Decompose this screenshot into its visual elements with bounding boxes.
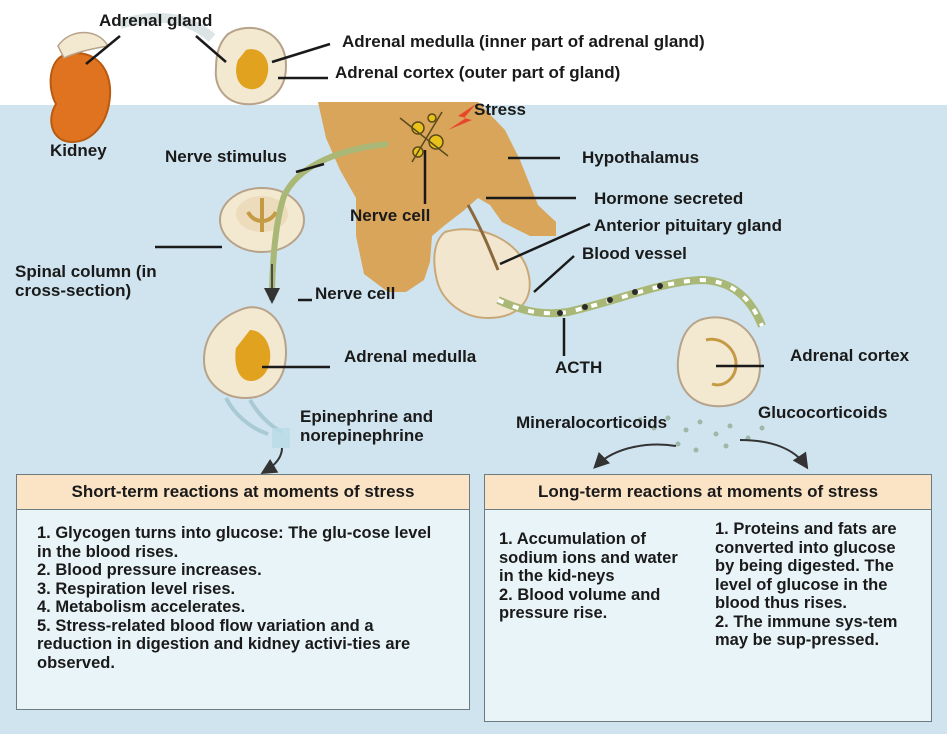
label-hormone-secreted: Hormone secreted xyxy=(594,189,743,208)
label-nerve-cell-lower: Nerve cell xyxy=(315,284,395,303)
mineral-item-1: 1. Accumulation of sodium ions and water… xyxy=(499,530,691,586)
label-mineralocorticoids: Mineralocorticoids xyxy=(516,413,667,432)
long-term-title: Long-term reactions at moments of stress xyxy=(484,474,932,510)
label-acth: ACTH xyxy=(555,358,602,377)
mineral-item-2: 2. Blood volume and pressure rise. xyxy=(499,586,691,623)
short-term-item-1: 1. Glycogen turns into glucose: The glu-… xyxy=(37,524,449,561)
short-term-body: 1. Glycogen turns into glucose: The glu-… xyxy=(16,510,470,710)
label-kidney: Kidney xyxy=(50,141,107,160)
short-term-item-2: 2. Blood pressure increases. xyxy=(37,561,449,580)
label-blood-vessel: Blood vessel xyxy=(582,244,687,263)
gluco-item-2: 2. The immune sys-tem may be sup-pressed… xyxy=(715,613,915,650)
label-hypothalamus: Hypothalamus xyxy=(582,148,699,167)
short-term-item-4: 4. Metabolism accelerates. xyxy=(37,598,449,617)
label-anterior-pituitary: Anterior pituitary gland xyxy=(594,216,782,235)
label-nerve-cell-upper: Nerve cell xyxy=(350,206,430,225)
label-adrenal-medulla-top: Adrenal medulla (inner part of adrenal g… xyxy=(342,32,705,51)
gluco-item-1: 1. Proteins and fats are converted into … xyxy=(715,520,915,613)
adrenal-cortex-gland xyxy=(678,317,760,406)
mineralocorticoid-effects: 1. Accumulation of sodium ions and water… xyxy=(499,530,691,623)
label-adrenal-medulla: Adrenal medulla xyxy=(344,347,476,366)
label-adrenal-cortex: Adrenal cortex xyxy=(790,346,909,365)
label-spinal-column: Spinal column (in cross-section) xyxy=(15,262,205,300)
label-adrenal-cortex-top: Adrenal cortex (outer part of gland) xyxy=(335,63,620,82)
label-adrenal-gland: Adrenal gland xyxy=(99,11,212,30)
long-term-body: 1. Accumulation of sodium ions and water… xyxy=(484,510,932,722)
short-term-item-3: 3. Respiration level rises. xyxy=(37,580,449,599)
label-stress: Stress xyxy=(474,100,526,119)
label-glucocorticoids: Glucocorticoids xyxy=(758,403,887,422)
short-term-title: Short-term reactions at moments of stres… xyxy=(16,474,470,510)
glucocorticoid-effects: 1. Proteins and fats are converted into … xyxy=(715,520,915,650)
label-nerve-stimulus: Nerve stimulus xyxy=(165,147,287,166)
short-term-item-5: 5. Stress-related blood flow variation a… xyxy=(37,617,449,673)
label-epinephrine: Epinephrine and norepinephrine xyxy=(300,407,472,445)
